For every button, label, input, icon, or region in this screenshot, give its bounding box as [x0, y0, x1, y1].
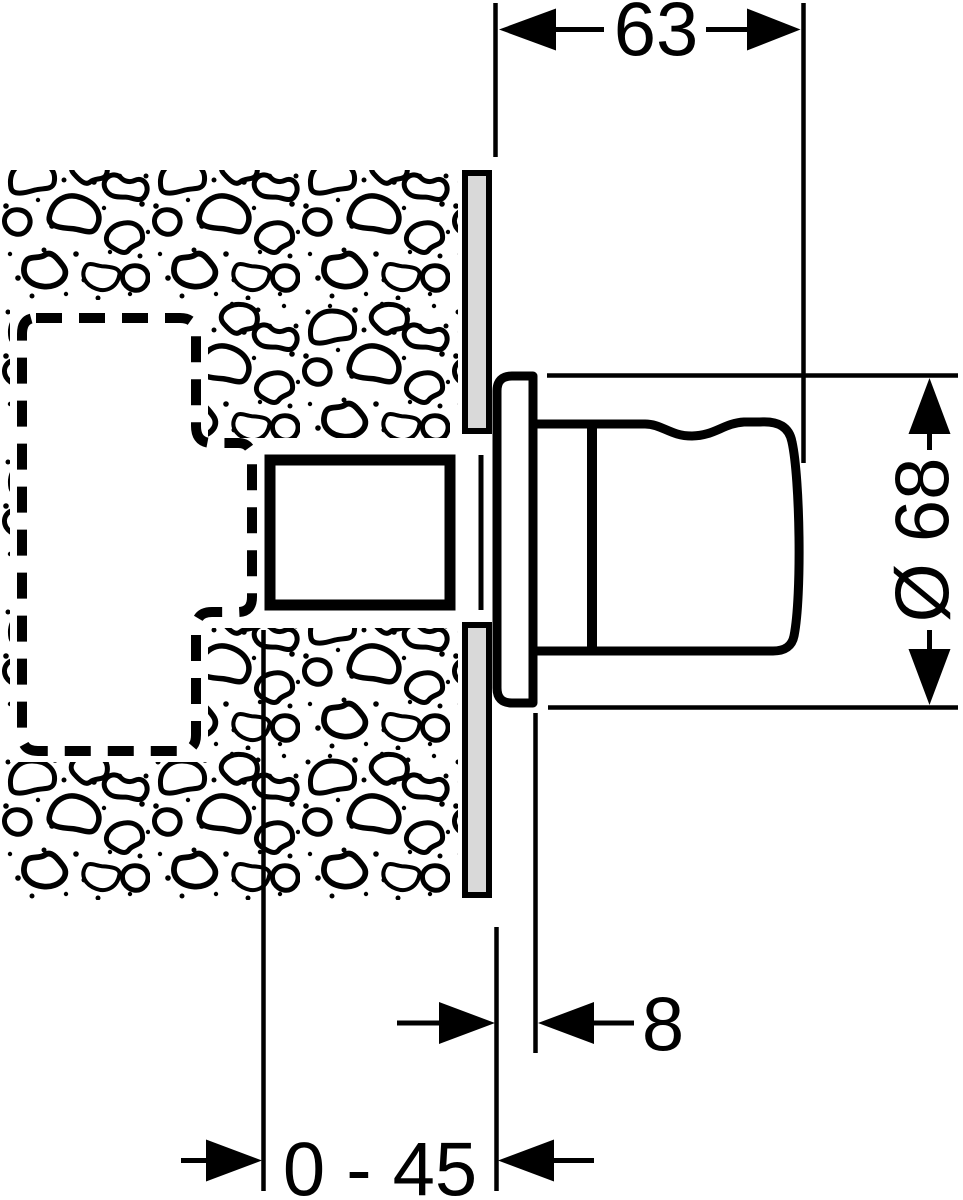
- arrowhead-right: [538, 1002, 594, 1044]
- arrowhead-right: [498, 1139, 554, 1182]
- arrowhead-left: [439, 1002, 495, 1044]
- dimension-label: 63: [614, 0, 699, 73]
- valve-cartridge: [264, 454, 484, 611]
- dimension-label: 8: [642, 983, 684, 1068]
- arrowhead-right: [747, 8, 801, 51]
- dimension-diameter-68: Ø 68: [547, 373, 963, 710]
- valve-cartridge-box: [264, 454, 456, 611]
- arrowhead-left: [206, 1139, 262, 1182]
- escutcheon-plate: [462, 170, 492, 898]
- dimension-label: 0 - 45: [283, 1128, 477, 1200]
- handle-sleeve: [492, 371, 538, 708]
- dimension-label: Ø 68: [881, 458, 963, 623]
- dimension-8: 8: [397, 713, 684, 1191]
- concealed-valve-dashed-outline: [17, 313, 257, 756]
- handle-grip: [528, 417, 804, 656]
- dimension-0-45: 0 - 45: [181, 630, 594, 1200]
- arrowhead-down: [908, 649, 951, 705]
- dimension-63: 63: [493, 0, 806, 463]
- valve-recess-cutout: [10, 300, 208, 762]
- escutcheon-plate-upper: [462, 170, 492, 434]
- arrowhead-left: [499, 8, 556, 51]
- escutcheon-plate-lower: [462, 622, 492, 898]
- arrowhead-up: [908, 378, 951, 434]
